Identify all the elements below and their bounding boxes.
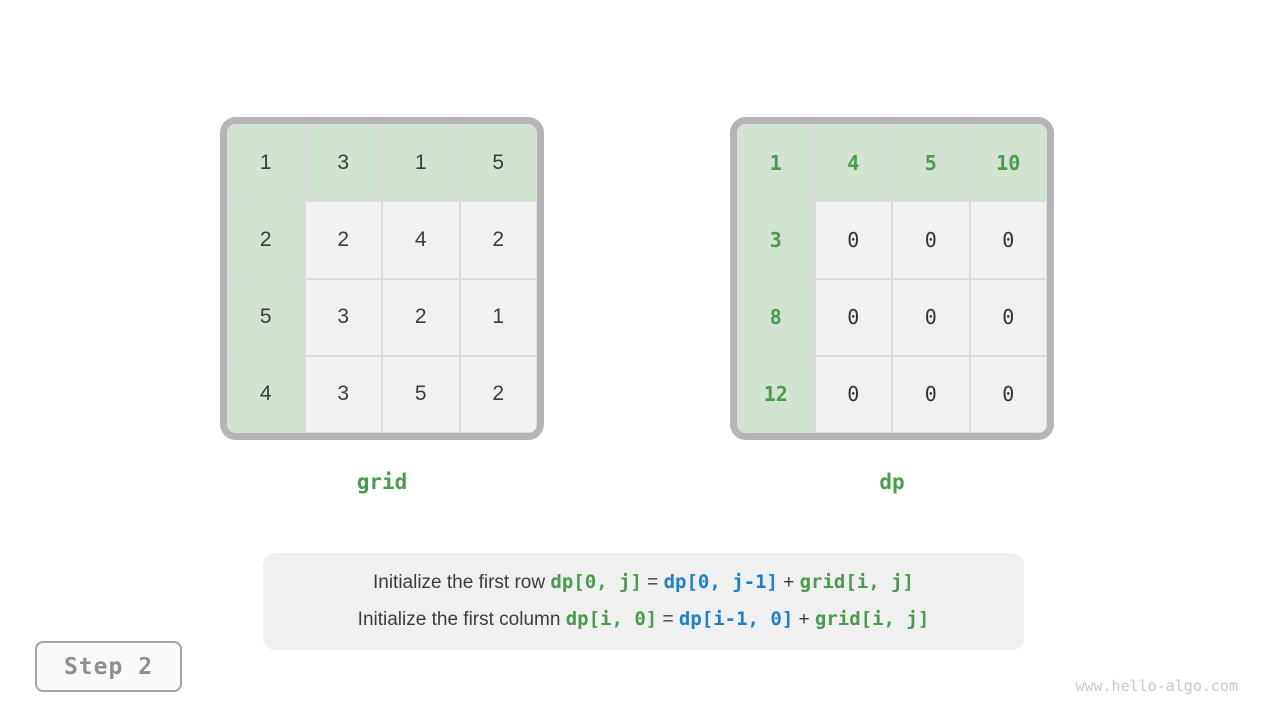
step-badge: Step 2 xyxy=(35,641,182,692)
matrix-cell-r1c3: 0 xyxy=(969,201,1047,279)
caption-segment: + xyxy=(793,609,815,630)
matrix-cell-r3c3: 2 xyxy=(459,355,537,433)
caption-segment: dp[i, 0] xyxy=(565,608,658,630)
matrix-cell-r0c2: 1 xyxy=(382,124,460,202)
matrix-cell-r2c3: 0 xyxy=(969,278,1047,356)
matrix-cell-r0c3: 10 xyxy=(969,124,1047,202)
matrix-cell-r3c3: 0 xyxy=(969,355,1047,433)
caption-box: Initialize the first row dp[0, j] = dp[0… xyxy=(263,553,1024,650)
caption-segment: grid[i, j] xyxy=(814,608,930,630)
caption-segment: = xyxy=(641,572,664,594)
matrix-cell-r0c1: 4 xyxy=(814,124,892,202)
matrix-cell-r1c3: 2 xyxy=(459,201,537,279)
caption-segment: grid[i, j] xyxy=(799,571,914,594)
caption-segment: Initialize the first row xyxy=(372,572,551,594)
matrix-cell-r0c0: 1 xyxy=(737,124,815,202)
matrix-cell-r0c3: 5 xyxy=(459,124,537,202)
caption-segment: + xyxy=(777,572,800,594)
dp-matrix-label: dp xyxy=(879,470,905,494)
caption-segment: Initialize the first column xyxy=(357,609,566,630)
matrix-cell-r1c1: 2 xyxy=(304,201,382,279)
matrix-cell-r1c2: 4 xyxy=(382,201,460,279)
matrix-cell-r2c1: 3 xyxy=(304,278,382,356)
caption-line-first-row: Initialize the first row dp[0, j] = dp[0… xyxy=(373,571,914,595)
matrix-cell-r2c0: 8 xyxy=(737,278,815,356)
matrix-cell-r0c0: 1 xyxy=(227,124,305,202)
matrix-cell-r2c3: 1 xyxy=(459,278,537,356)
matrix-cell-r2c1: 0 xyxy=(814,278,892,356)
grid-matrix-label: grid xyxy=(356,470,408,494)
matrix-cell-r3c0: 12 xyxy=(737,355,815,433)
matrix-cell-r3c1: 3 xyxy=(304,355,382,433)
matrix-cell-r3c1: 0 xyxy=(814,355,892,433)
matrix-cell-r3c2: 5 xyxy=(382,355,460,433)
step-badge-label: Step 2 xyxy=(63,653,154,680)
matrix-cell-r3c2: 0 xyxy=(892,355,970,433)
matrix-cell-r3c0: 4 xyxy=(227,355,305,433)
matrix-cell-r1c0: 3 xyxy=(737,201,815,279)
caption-segment: = xyxy=(657,609,679,630)
caption-segment: dp[0, j] xyxy=(550,571,642,594)
matrix-cell-r2c2: 2 xyxy=(382,278,460,356)
matrix-cell-r1c0: 2 xyxy=(227,201,305,279)
matrix-cell-r1c1: 0 xyxy=(814,201,892,279)
matrix-cell-r0c2: 5 xyxy=(892,124,970,202)
matrix-cell-r0c1: 3 xyxy=(304,124,382,202)
caption-line-first-column: Initialize the first column dp[i, 0] = d… xyxy=(358,608,930,632)
caption-segment: dp[0, j-1] xyxy=(663,571,778,594)
matrix-cell-r2c0: 5 xyxy=(227,278,305,356)
watermark: www.hello-algo.com xyxy=(1075,677,1238,695)
matrix-cell-r2c2: 0 xyxy=(892,278,970,356)
caption-segment: dp[i-1, 0] xyxy=(678,608,794,630)
matrix-cell-r1c2: 0 xyxy=(892,201,970,279)
